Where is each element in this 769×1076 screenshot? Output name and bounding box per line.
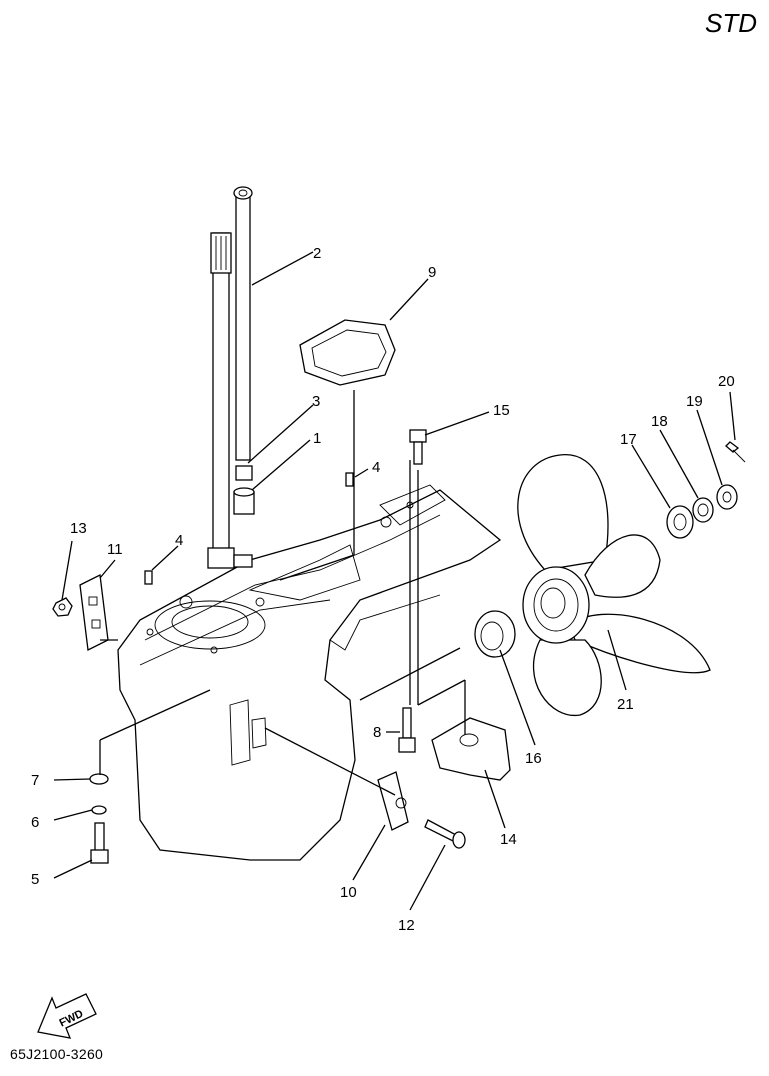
callout-16: 16 (525, 750, 542, 767)
callout-15: 15 (493, 402, 510, 419)
callout-12: 12 (398, 917, 415, 934)
dowel-pin-right (345, 472, 354, 487)
spacer-part-17 (666, 505, 694, 539)
callout-2: 2 (313, 245, 321, 262)
callout-4-right: 4 (372, 459, 380, 476)
diagram-code: 65J2100-3260 (10, 1046, 104, 1062)
callout-18: 18 (651, 413, 668, 430)
callout-5: 5 (31, 871, 39, 888)
lower-casing (117, 484, 502, 861)
nut-part-19 (716, 484, 738, 510)
callout-19: 19 (686, 393, 703, 410)
lock-washer-part-6 (91, 805, 107, 815)
bolt-part-8 (398, 707, 416, 753)
fwd-arrow-icon: FWD (37, 993, 97, 1039)
callout-21: 21 (617, 696, 634, 713)
callout-13: 13 (70, 520, 87, 537)
callout-9: 9 (428, 264, 436, 281)
thrust-washer-part-16 (474, 610, 516, 658)
leader-lines (53, 251, 736, 911)
shift-rod-pipe (233, 186, 253, 461)
seal-part-1 (233, 487, 255, 515)
callout-8: 8 (373, 724, 381, 741)
cotter-pin-part-20 (725, 441, 746, 463)
gasket-part-9 (299, 319, 396, 386)
variant-label: STD (705, 8, 757, 38)
nut-part-13 (52, 597, 73, 617)
bolt-part-5 (90, 822, 109, 864)
callout-14: 14 (500, 831, 517, 848)
washer-part-7 (89, 773, 109, 785)
washer-part-18 (692, 497, 714, 523)
anode-part-11 (79, 574, 109, 651)
collar-part-3 (235, 465, 253, 481)
callout-1: 1 (313, 430, 321, 447)
drive-shaft (207, 232, 235, 569)
screw-part-12 (424, 819, 466, 849)
callout-4-left: 4 (175, 532, 183, 549)
callout-10: 10 (340, 884, 357, 901)
trim-tab-part-14 (431, 717, 511, 781)
callout-11: 11 (107, 541, 123, 558)
callout-6: 6 (31, 814, 39, 831)
dowel-pin-left (144, 570, 153, 585)
callout-20: 20 (718, 373, 735, 390)
callout-7: 7 (31, 772, 39, 789)
anode-part-10 (377, 771, 409, 831)
grommet (233, 554, 253, 568)
callout-17: 17 (620, 431, 637, 448)
callout-3: 3 (312, 393, 320, 410)
bolt-part-15 (409, 429, 427, 465)
propeller-part-21 (517, 454, 711, 716)
